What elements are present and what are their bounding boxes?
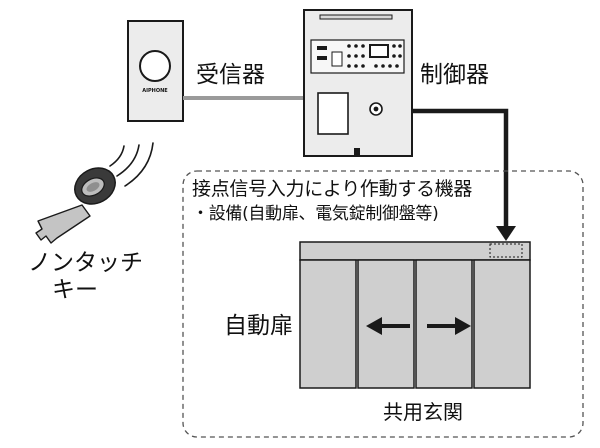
entrance-label: 共用玄関 [383, 400, 463, 424]
automatic-door [299, 241, 531, 389]
controller-output-line [412, 108, 509, 228]
arrow-left-icon [366, 317, 410, 335]
receiver-device: AIPHONE [127, 20, 184, 122]
door-sensor [489, 243, 523, 258]
receiver-logo: AIPHONE [142, 88, 168, 94]
equipment-area-title: 接点信号入力により作動する機器 [192, 178, 473, 200]
receiver-label: 受信器 [196, 62, 265, 88]
receiver-sensor [139, 50, 171, 82]
lock-icon [369, 102, 383, 116]
controller-label: 制御器 [420, 62, 489, 88]
door-panel-4 [473, 259, 531, 389]
auto-door-label: 自動扉 [224, 313, 293, 339]
controller-device [303, 9, 413, 157]
key-icon [35, 167, 116, 244]
touchless-key-label-line1: ノンタッチ [28, 250, 143, 276]
touchless-key-label-line2: キー [52, 277, 98, 303]
controller-window [317, 92, 349, 135]
door-header [299, 241, 531, 261]
equipment-area-subtitle: ・設備(自動扉、電気錠制御盤等) [192, 204, 439, 224]
output-arrowhead [496, 226, 516, 241]
door-panel-1 [299, 259, 357, 389]
arrow-right-icon [427, 317, 471, 335]
equipment-area [182, 170, 584, 438]
wireless-signal-icon [109, 142, 154, 187]
